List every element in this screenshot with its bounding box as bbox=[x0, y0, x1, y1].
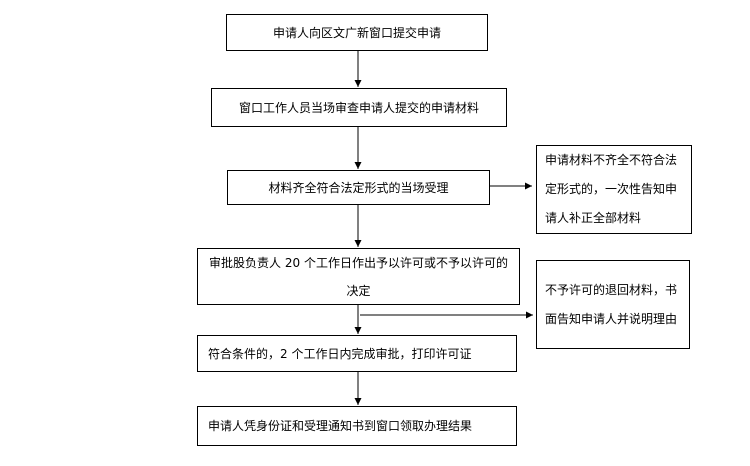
step-submit-application-text: 申请人向区文广新窗口提交申请 bbox=[272, 25, 441, 40]
note-incomplete-materials: 申请材料不齐全不符合法定形式的，一次性告知申请人补正全部材料 bbox=[536, 145, 692, 234]
step-collect-result: 申请人凭身份证和受理通知书到窗口领取办理结果 bbox=[197, 406, 517, 446]
step-complete-approval-text: 符合条件的，2 个工作日内完成审批，打印许可证 bbox=[208, 346, 472, 361]
note-incomplete-materials-text: 申请材料不齐全不符合法定形式的，一次性告知申请人补正全部材料 bbox=[545, 153, 678, 225]
note-not-permitted-text: 不予许可的退回材料，书面告知申请人并说明理由 bbox=[545, 282, 678, 326]
note-not-permitted: 不予许可的退回材料，书面告知申请人并说明理由 bbox=[536, 260, 690, 349]
step-review-materials-text: 窗口工作人员当场审查申请人提交的申请材料 bbox=[238, 100, 479, 115]
step-submit-application: 申请人向区文广新窗口提交申请 bbox=[226, 14, 488, 51]
step-review-materials: 窗口工作人员当场审查申请人提交的申请材料 bbox=[211, 88, 507, 127]
step-accept-on-site-text: 材料齐全符合法定形式的当场受理 bbox=[268, 180, 449, 195]
step-accept-on-site: 材料齐全符合法定形式的当场受理 bbox=[227, 170, 490, 205]
step-approval-decision-text: 审批股负责人 20 个工作日作出予以许可或不予以许可的决定 bbox=[209, 255, 508, 298]
step-approval-decision: 审批股负责人 20 个工作日作出予以许可或不予以许可的决定 bbox=[197, 248, 520, 305]
step-complete-approval: 符合条件的，2 个工作日内完成审批，打印许可证 bbox=[197, 335, 517, 372]
step-collect-result-text: 申请人凭身份证和受理通知书到窗口领取办理结果 bbox=[208, 419, 473, 433]
